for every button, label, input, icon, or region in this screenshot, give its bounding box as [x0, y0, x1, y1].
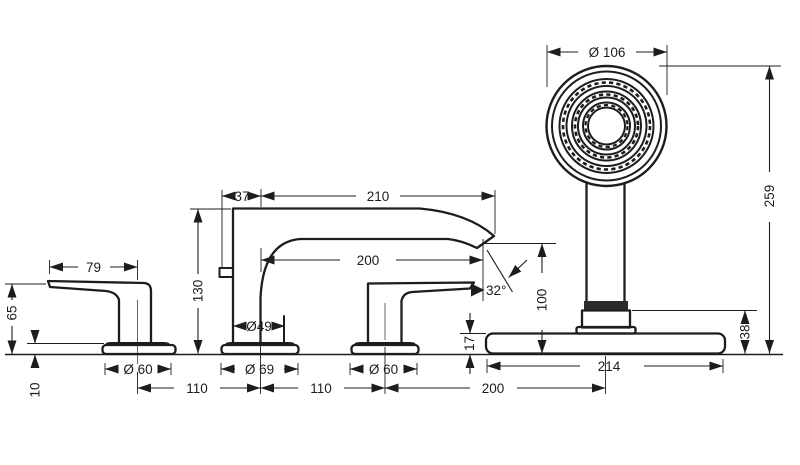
dim-label-200-bottom: 200	[482, 381, 505, 396]
dim-label-38: 38	[738, 324, 753, 339]
dim-label-214: 214	[598, 359, 621, 374]
dim-handle-base-dia: Ø 60	[104, 362, 172, 377]
left-handle-outline	[46, 279, 153, 344]
right-handle-outline	[366, 281, 476, 344]
showerhead-outer-ring	[545, 64, 668, 188]
hose-nut	[584, 301, 628, 311]
dim-spout-front-offset: 37	[221, 189, 262, 267]
dim-escutcheon-height: 10	[27, 330, 104, 398]
dim-spout-overall-reach: 210	[261, 189, 496, 234]
showerhead-ring	[565, 85, 648, 167]
dim-label-d106: Ø 106	[589, 45, 626, 60]
stream-angle-line	[486, 249, 513, 293]
dim-label-d49: Ø49	[246, 319, 272, 334]
holder-base-plate	[484, 332, 727, 355]
dim-bottom-chain: 110 110 200	[137, 346, 606, 396]
showerhead-ring	[551, 70, 662, 182]
dim-label-100: 100	[535, 289, 550, 312]
showerhead-center-opening	[587, 106, 626, 146]
showerhead-ring	[558, 78, 655, 174]
dim-spout-outlet-reach: 200	[260, 239, 484, 301]
dim-label-210: 210	[367, 189, 390, 204]
dim-label-17: 17	[462, 336, 477, 351]
dim-label-d69: Ø 69	[245, 362, 274, 377]
dim-label-37: 37	[234, 189, 249, 204]
dim-label-10: 10	[28, 382, 43, 397]
showerhead-nozzle-ring	[561, 81, 652, 171]
hand-shower	[545, 64, 668, 303]
leader-arrow	[508, 259, 528, 278]
spout-outline	[231, 207, 496, 344]
spout-diverter-tab	[218, 267, 234, 278]
showerhead-nozzle-ring	[573, 93, 640, 159]
dim-hose-connection-height: 38	[632, 310, 757, 354]
dim-spout-body-dia: Ø49	[233, 319, 285, 334]
dim-label-d60-2: Ø 60	[369, 362, 398, 377]
shower-holder	[484, 301, 727, 355]
dim-label-79: 79	[86, 260, 101, 275]
dim-label-d60: Ø 60	[123, 362, 152, 377]
dim-label-110-right: 110	[310, 381, 332, 396]
dim-label-32deg: 32°	[486, 283, 506, 298]
dim-handle-height: 65	[5, 283, 46, 354]
dim-showerhead-dia: Ø 106	[546, 45, 668, 95]
dim-outlet-height: 100	[535, 243, 550, 354]
showerhead-ring	[582, 101, 631, 151]
dim-label-259: 259	[762, 185, 777, 208]
left-handle-escutcheon-rim	[101, 343, 177, 356]
dim-label-130: 130	[191, 280, 206, 303]
dim-spout-height: 130	[190, 208, 231, 354]
dim-spout-base-dia: Ø 69	[220, 362, 299, 377]
showerhead-nozzle-ring	[584, 103, 629, 149]
dim-label-110-left: 110	[186, 381, 208, 396]
handle-tip-arrow	[471, 283, 485, 297]
dim-plate-height: 17	[460, 313, 486, 374]
showerhead-ring	[571, 90, 642, 162]
outlet-angle-annotation: 32°	[483, 243, 556, 298]
spout-escutcheon-rim	[220, 343, 300, 356]
dim-handshower-height: 259	[659, 65, 781, 354]
left-handle	[46, 279, 177, 364]
holder-socket	[580, 309, 632, 329]
dim-label-65: 65	[5, 305, 20, 320]
showerhead-ring	[577, 96, 636, 156]
dim-handle2-base-dia: Ø 60	[349, 362, 418, 377]
dim-plate-length: 214	[486, 359, 724, 374]
dim-label-200: 200	[357, 253, 380, 268]
dim-handle-width: 79	[49, 260, 138, 280]
